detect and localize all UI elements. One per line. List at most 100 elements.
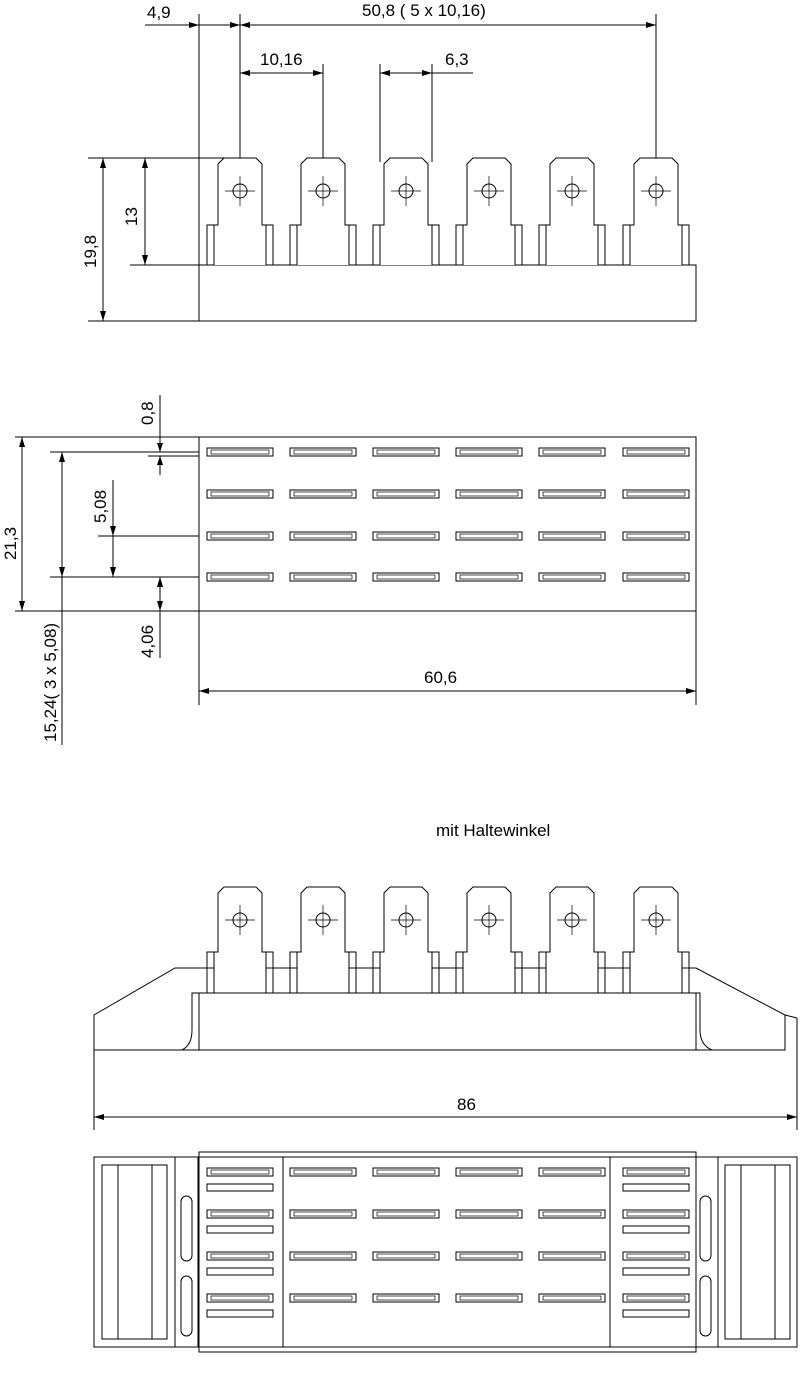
bracket-caption: mit Haltewinkel: [436, 821, 550, 840]
slot-outer: [622, 489, 690, 499]
slot-r3-c6: [622, 531, 690, 541]
bracket-slot-r3-c2: [289, 1251, 357, 1261]
slot-inner: [459, 574, 519, 580]
slot-outer: [206, 572, 274, 582]
slot-inner: [376, 574, 436, 580]
bracket-slot-r3-c3: [372, 1251, 440, 1261]
slot-inner: [626, 449, 686, 455]
slot-inner: [210, 533, 270, 539]
slot-inner: [210, 449, 270, 455]
base-body: [198, 264, 697, 322]
slot-inner: [626, 1169, 686, 1175]
side-tab-body: [296, 157, 350, 265]
bracket-tab-body: [379, 886, 433, 993]
slot-outer: [206, 1167, 274, 1177]
slot-inner: [459, 1253, 519, 1259]
slot-outer: [206, 1209, 274, 1219]
right-end-panel: [724, 1164, 791, 1340]
slot-r3-c5: [538, 531, 606, 541]
slot-outer: [289, 1167, 357, 1177]
bracket-slot-r2-c5: [538, 1209, 606, 1219]
slot-inner: [626, 533, 686, 539]
slot-outer: [372, 1209, 440, 1219]
slot-inner: [293, 1211, 353, 1217]
bracket-tab-1: [206, 886, 274, 993]
bracket-tab-shoulder: [538, 951, 606, 993]
slot-inner: [210, 574, 270, 580]
dim-height-total-label: 19,8: [81, 235, 100, 268]
slot-inner: [376, 533, 436, 539]
bracket-slot-r2-c3: [372, 1209, 440, 1219]
bracket-tab-2: [289, 886, 357, 993]
bracket-slot-r2-c6: [622, 1209, 690, 1219]
slot-r4-c5: [538, 572, 606, 582]
slot-inner: [459, 1295, 519, 1301]
slot-outer: [622, 572, 690, 582]
slot-r2-c3: [372, 489, 440, 499]
bracket-slot-r1-c1: [206, 1167, 274, 1177]
mounting-slot-right-lower: [699, 1275, 712, 1337]
slot-outer: [538, 447, 606, 457]
slot-outer: [372, 531, 440, 541]
slot-inner: [376, 1169, 436, 1175]
slot-inner: [459, 533, 519, 539]
bracket-slot-r1-c3: [372, 1167, 440, 1177]
slot-inner: [459, 491, 519, 497]
dim-total-pitch-label: 50,8 ( 5 x 10,16): [362, 1, 486, 20]
slot-r4-c2: [289, 572, 357, 582]
bracket-tab-shoulder: [622, 951, 690, 993]
slot-outer: [538, 1293, 606, 1303]
slot-inner: [626, 1211, 686, 1217]
slot-outer: [538, 572, 606, 582]
slot-outer: [206, 1251, 274, 1261]
bracket-tab-shoulder: [289, 951, 357, 993]
slot-outer: [289, 531, 357, 541]
slot-outer: [289, 1209, 357, 1219]
bracket-tab-body: [629, 886, 683, 993]
slot-outer: [622, 1209, 690, 1219]
dim-pitch-label: 10,16: [260, 50, 303, 69]
slot-outer: [372, 447, 440, 457]
slot-grid: [206, 447, 690, 582]
slot-r1-c6: [622, 447, 690, 457]
slot-inner: [626, 1295, 686, 1301]
bracket-tab-6: [622, 886, 690, 993]
bracket-slot-r1-c2: [289, 1167, 357, 1177]
dim-slot-label: 0,8: [138, 401, 157, 425]
dim-edge-label: 4,06: [138, 625, 157, 658]
slot-outer: [289, 572, 357, 582]
slot-r2-c5: [538, 489, 606, 499]
dim-depth-label: 21,3: [1, 527, 20, 560]
bracket-slot-r2-c1: [206, 1209, 274, 1219]
dim-rows-total-label: 15,24( 3 x 5,08): [41, 623, 60, 742]
slot-outer: [372, 1167, 440, 1177]
slot-r1-c1: [206, 447, 274, 457]
bracket-tab-body: [213, 886, 267, 993]
bracket-plate-slot: [622, 1267, 690, 1276]
slot-outer: [538, 531, 606, 541]
bracket-slot-r1-c5: [538, 1167, 606, 1177]
dim-height-tab-label: 13: [122, 207, 141, 226]
slot-outer: [455, 572, 523, 582]
bracket-center-body: [181, 992, 713, 1051]
slot-r4-c3: [372, 572, 440, 582]
bracket-plate-slot: [206, 1183, 274, 1192]
slot-inner: [626, 1253, 686, 1259]
slot-inner: [459, 1169, 519, 1175]
slot-inner: [210, 1169, 270, 1175]
slot-outer: [455, 531, 523, 541]
side-tab-shoulder: [289, 224, 357, 265]
slot-outer: [455, 1209, 523, 1219]
slot-r2-c1: [206, 489, 274, 499]
bracket-plate-slot: [622, 1225, 690, 1234]
bracket-tab-body: [462, 886, 516, 993]
slot-inner: [293, 574, 353, 580]
bracket-tab-shoulder: [455, 951, 523, 993]
slot-outer: [289, 1293, 357, 1303]
slot-r2-c6: [622, 489, 690, 499]
slot-inner: [293, 1253, 353, 1259]
side-tab-shoulder: [538, 224, 606, 265]
slot-r1-c4: [455, 447, 523, 457]
side-tab-2: [289, 157, 357, 265]
